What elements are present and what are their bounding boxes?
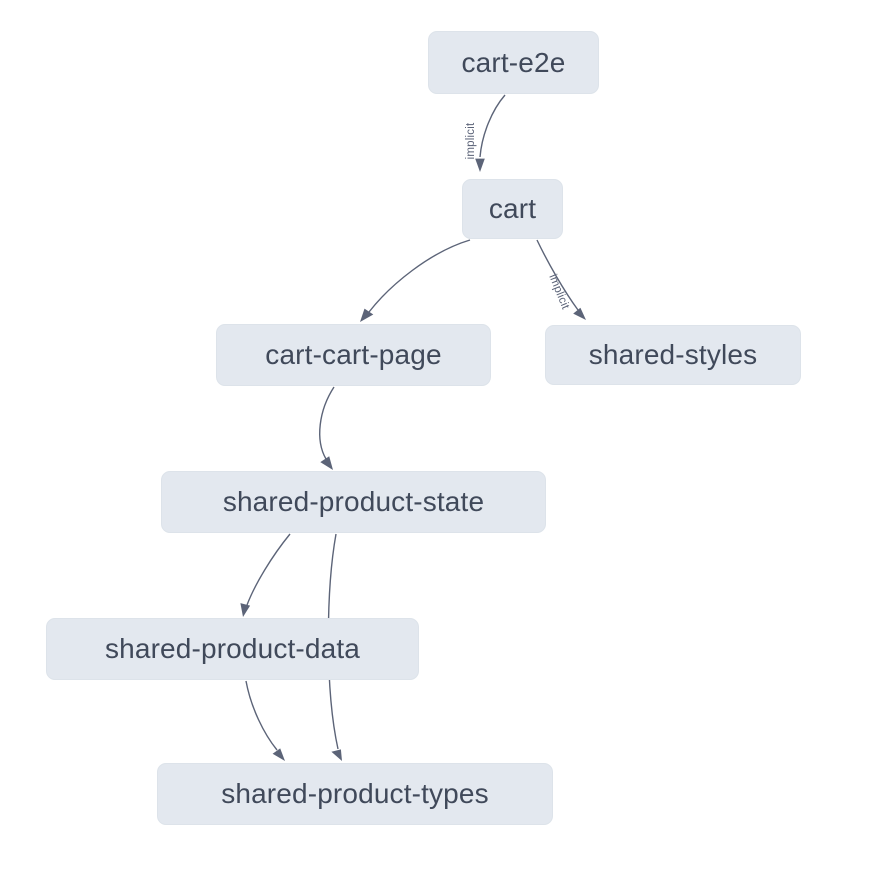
graph-node-label: shared-styles	[588, 339, 758, 370]
edge-product-state-product-types-arrowhead	[331, 749, 342, 761]
edge-cart-shared-styles-label: implicit	[546, 273, 571, 312]
graph-node-label: shared-product-types	[221, 778, 489, 809]
edge-product-data-product-types	[245, 680, 278, 751]
graph-node-label: shared-product-data	[104, 633, 360, 664]
edge-cart-e2e-cart-label: implicit	[465, 122, 477, 159]
edge-cart-shared-styles-arrowhead	[573, 307, 586, 320]
graph-node-label: cart	[488, 193, 537, 224]
graph-node-label: shared-product-state	[222, 486, 485, 517]
graph-node-shared-styles[interactable]: shared-styles	[545, 325, 801, 385]
edge-cart-page-product-state-arrowhead	[320, 456, 333, 470]
edge-cart-e2e-cart-arrowhead	[475, 158, 485, 172]
edge-product-state-product-data-arrowhead	[240, 603, 251, 617]
graph-node-cart-cart-page[interactable]: cart-cart-page	[216, 324, 491, 386]
graph-node-shared-product-types[interactable]: shared-product-types	[157, 763, 553, 825]
graph-node-shared-product-data[interactable]: shared-product-data	[46, 618, 419, 680]
edge-cart-cart-cart-page	[368, 239, 471, 313]
edge-product-data-product-types-arrowhead	[272, 748, 285, 761]
edge-cart-page-product-state	[319, 386, 335, 460]
graph-node-shared-product-state[interactable]: shared-product-state	[161, 471, 546, 533]
graph-node-label: cart-e2e	[461, 46, 566, 78]
edge-cart-cart-cart-page-arrowhead	[360, 308, 374, 322]
edge-cart-shared-styles	[536, 239, 579, 311]
graph-node-cart[interactable]: cart	[462, 179, 563, 239]
graph-node-cart-e2e[interactable]: cart-e2e	[428, 31, 599, 94]
edge-cart-e2e-cart	[479, 94, 506, 158]
edge-product-state-product-data	[246, 533, 291, 606]
graph-node-label: cart-cart-page	[265, 339, 442, 370]
